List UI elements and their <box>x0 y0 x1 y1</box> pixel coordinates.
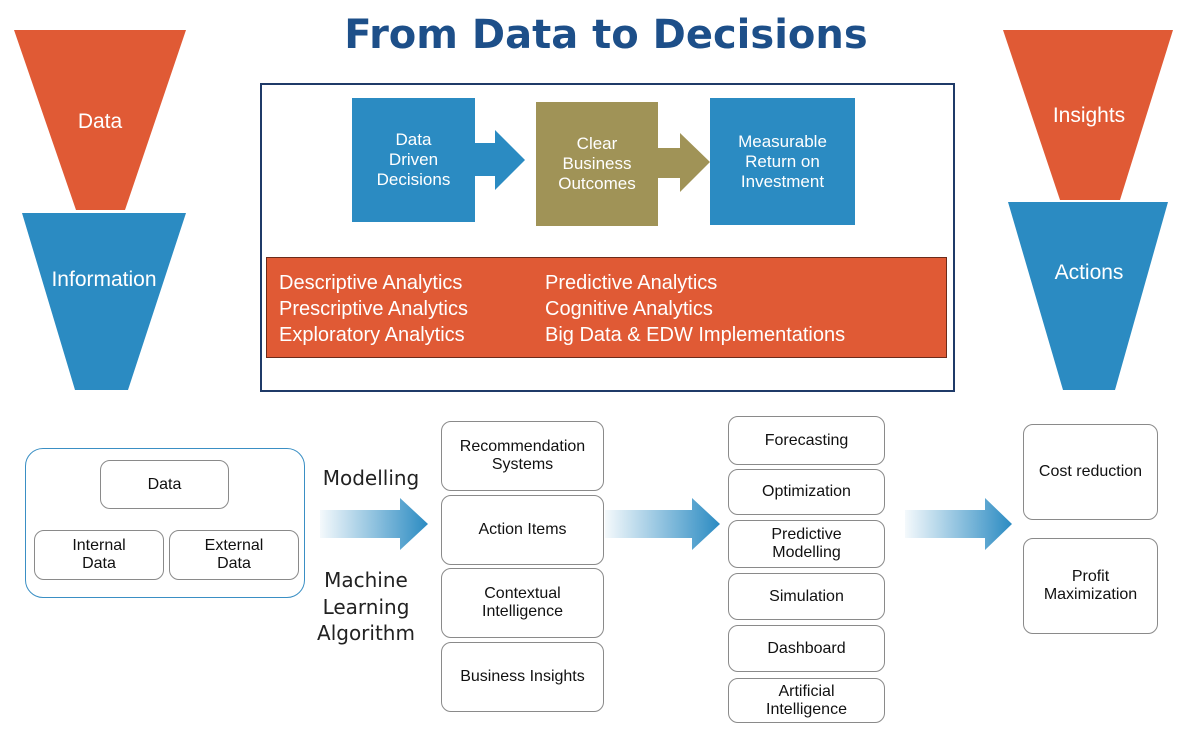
technique-box: Forecasting <box>728 416 885 465</box>
technique-box: Predictive Modelling <box>728 520 885 568</box>
information-funnel-shape <box>22 213 186 390</box>
modelling-label: Modelling <box>322 466 420 490</box>
funnel-label-information: Information <box>51 268 157 291</box>
gradient-arrow-icon <box>605 498 720 550</box>
analytics-panel: Descriptive Analytics Prescriptive Analy… <box>266 257 947 358</box>
technique-box: Dashboard <box>728 625 885 672</box>
output-box: Recommendation Systems <box>441 421 604 491</box>
strategy-frame <box>260 83 955 392</box>
technique-box: Optimization <box>728 469 885 515</box>
page-title: From Data to Decisions <box>344 12 868 58</box>
arrow-icon <box>475 130 525 190</box>
flow-box-roi: Measurable Return on Investment <box>710 98 855 225</box>
insights-funnel-shape <box>1003 30 1173 200</box>
analytics-item: Exploratory Analytics <box>279 324 465 346</box>
flow-box-data-driven-decisions: Data Driven Decisions <box>352 98 475 222</box>
analytics-item: Descriptive Analytics <box>279 272 463 294</box>
analytics-item: Predictive Analytics <box>545 272 718 294</box>
analytics-item: Big Data & EDW Implementations <box>545 324 846 346</box>
ml-label: Machine Learning Algorithm <box>317 568 415 645</box>
technique-box: Simulation <box>728 573 885 620</box>
analytics-item: Cognitive Analytics <box>545 298 713 320</box>
data-sources-group <box>25 448 305 598</box>
funnel-label-insights: Insights <box>1052 104 1126 127</box>
data-funnel-shape <box>14 30 186 210</box>
analytics-item: Prescriptive Analytics <box>279 298 468 320</box>
output-box: Business Insights <box>441 642 604 712</box>
flow-box-business-outcomes: Clear Business Outcomes <box>536 102 658 226</box>
funnel-label-data: Data <box>77 110 123 133</box>
result-box-cost-reduction: Cost reduction <box>1023 424 1158 520</box>
arrow-icon <box>658 133 710 192</box>
gradient-arrow-icon <box>905 498 1012 550</box>
technique-box: Artificial Intelligence <box>728 678 885 723</box>
actions-funnel-shape <box>1008 202 1168 390</box>
output-box: Action Items <box>441 495 604 565</box>
data-box: Data <box>100 460 229 509</box>
result-box-profit-maximization: Profit Maximization <box>1023 538 1158 634</box>
gradient-arrow-icon <box>320 498 428 550</box>
funnel-label-actions: Actions <box>1054 261 1124 284</box>
external-data-box: External Data <box>169 530 299 580</box>
internal-data-box: Internal Data <box>34 530 164 580</box>
output-box: Contextual Intelligence <box>441 568 604 638</box>
